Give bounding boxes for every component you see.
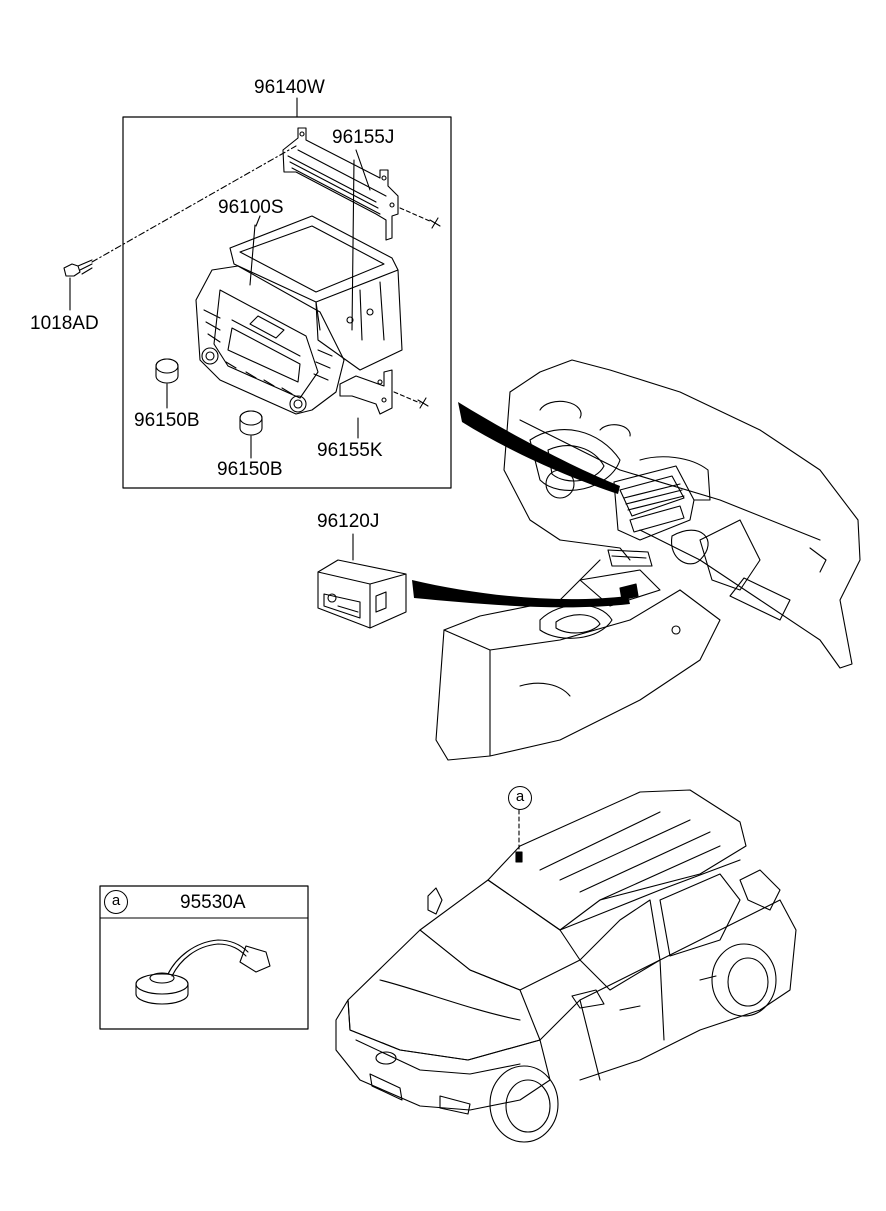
part-number-96155J: 96155J [332,127,395,148]
bracket-screws [393,207,441,409]
head-unit [195,159,403,415]
leader-lines [255,215,261,227]
vehicle-location-marker: a [508,786,532,810]
antenna-part [135,939,271,1005]
part-number-96100S: 96100S [218,197,284,218]
assembly-frame [122,97,452,489]
aux-usb-jack [317,533,407,629]
part-number-1018AD: 1018AD [30,313,99,334]
part-number-96120J: 96120J [317,511,380,532]
detail-marker: a [104,890,128,914]
upper-bracket [282,127,399,241]
knobs [155,358,263,459]
lower-bracket [339,369,393,439]
screw-1018AD [63,145,297,311]
part-number-95530A: 95530A [180,892,246,913]
part-number-96140W: 96140W [254,77,325,98]
part-number-96150B-left: 96150B [134,410,200,431]
detail-box [99,885,309,1030]
vehicle [335,789,797,1143]
part-number-96155K: 96155K [317,440,383,461]
leader-arrows [412,402,630,608]
dashboard [435,359,861,761]
part-number-96150B-right: 96150B [217,459,283,480]
